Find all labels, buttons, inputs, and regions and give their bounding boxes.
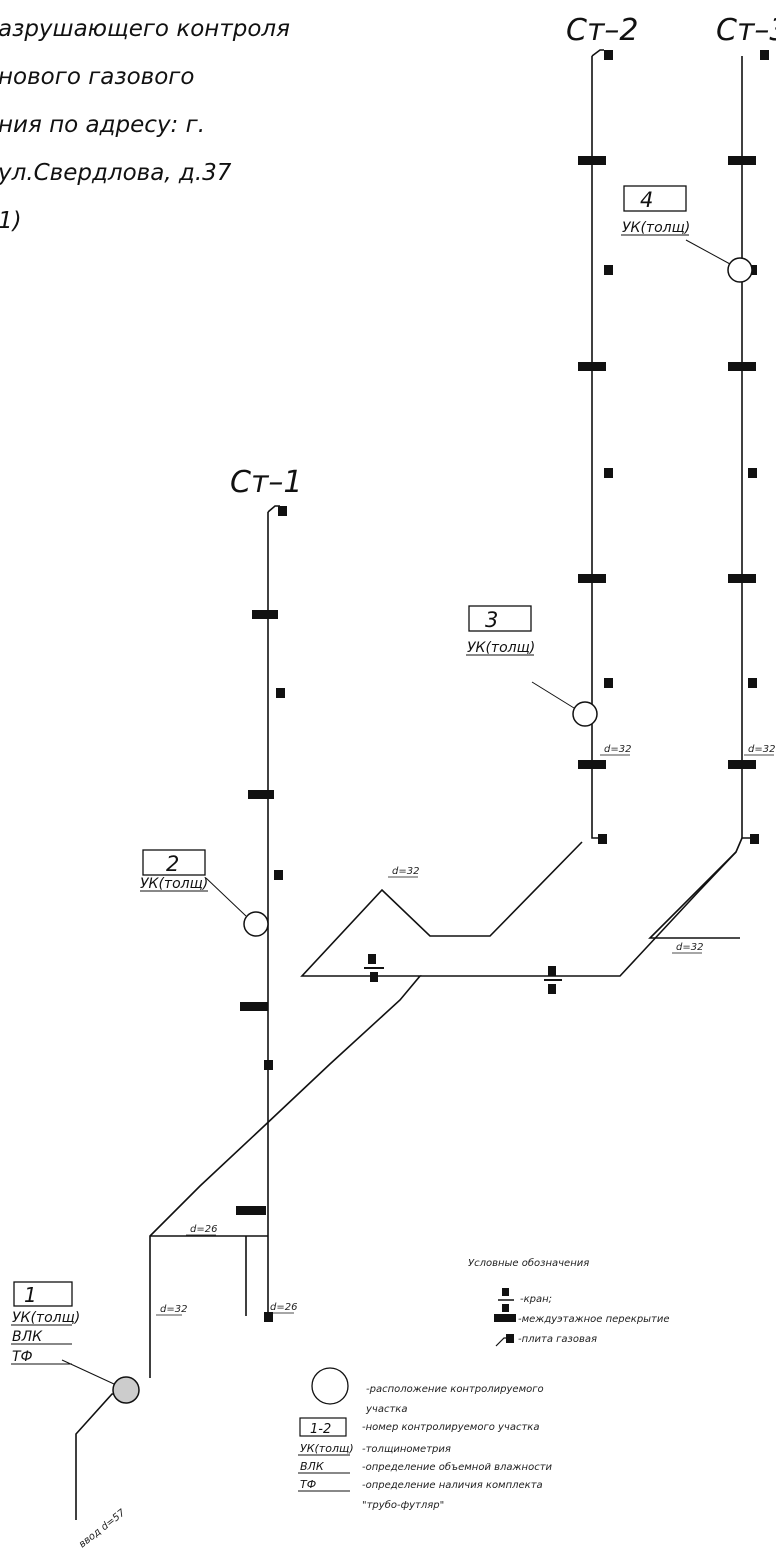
section-3-marker — [572, 701, 598, 727]
legend-location-2: участка — [365, 1404, 407, 1415]
section-method: УК(толщ) — [467, 640, 535, 656]
legend-number: -номер контролируемого участка — [362, 1422, 539, 1433]
section-4-marker — [727, 257, 753, 283]
valve-icon — [502, 1304, 509, 1312]
section-1-marker — [112, 1376, 140, 1404]
slab-icon — [578, 574, 606, 583]
section-2-tag: 2 УК(толщ) — [140, 849, 208, 892]
stove-icon — [278, 506, 287, 516]
section-method: ТФ — [12, 1349, 33, 1365]
stove-icon — [750, 834, 759, 844]
slab-icon — [728, 362, 756, 371]
legend-method-tf-desc: -определение наличия комплекта — [362, 1480, 543, 1491]
section-method: ВЛК — [12, 1329, 43, 1345]
section-4-tag: 4 УК(толщ) — [621, 185, 690, 236]
stove-icon — [748, 678, 757, 688]
riser-2-pipe — [591, 56, 598, 839]
stove-icon — [760, 50, 769, 60]
slab-icon — [240, 1002, 268, 1011]
section-1-tag: 1 УК(толщ) ВЛК ТФ — [11, 1281, 80, 1365]
inlet-label: ввод d=57 — [77, 1507, 128, 1550]
stove-icon — [604, 265, 613, 275]
distribution-pipe-mid — [648, 851, 740, 939]
valve-icon — [370, 972, 378, 982]
slab-icon — [728, 574, 756, 583]
valve-icon — [548, 984, 556, 994]
stove-icon — [264, 1060, 273, 1070]
slab-symbols — [236, 156, 756, 1215]
pipe-diameter-label: d=32 — [160, 1304, 187, 1315]
title-line-5: 1) — [0, 208, 22, 234]
stove-icon — [598, 834, 607, 844]
stove-icon — [506, 1334, 514, 1343]
section-method: УК(толщ) — [622, 220, 690, 236]
legend-slab: -междуэтажное перекрытие — [518, 1314, 670, 1325]
distribution-pipe — [149, 841, 583, 1378]
stove-icon — [264, 1312, 273, 1322]
slab-icon — [252, 610, 278, 619]
slab-icon — [728, 760, 756, 769]
valve-symbols — [364, 954, 562, 994]
legend-stove: -плита газовая — [518, 1334, 597, 1345]
legend-method-uk-desc: -толщинометрия — [362, 1444, 451, 1455]
slab-icon — [578, 362, 606, 371]
legend-method-tf-desc-2: "трубо-футляр" — [362, 1499, 444, 1511]
section-method: УК(толщ) — [12, 1310, 80, 1326]
legend-title: Условные обозначения — [468, 1257, 589, 1269]
riser-1-label: Ст–1 — [230, 465, 303, 500]
stove-icon — [748, 468, 757, 478]
distribution-pipe-right — [420, 837, 743, 977]
stove-icon — [276, 688, 285, 698]
slab-icon — [728, 156, 756, 165]
legend-method-vlk: ВЛК — [300, 1460, 325, 1473]
slab-icon — [578, 760, 606, 769]
legend-method-tf: ТФ — [300, 1478, 316, 1491]
valve-icon — [548, 966, 556, 976]
riser-3-label: Ст–3 — [716, 13, 776, 48]
pipe-diameter-label: d=32 — [604, 744, 631, 755]
title-line-2: нового газового — [0, 64, 194, 90]
stove-icon — [274, 870, 283, 880]
legend-valve: -кран; — [520, 1294, 552, 1305]
slab-icon — [248, 790, 274, 799]
drawing-title: азрушающего контроля нового газового ния… — [0, 16, 290, 234]
riser-3-pipe — [741, 56, 750, 839]
stove-symbols — [264, 50, 769, 1322]
slab-icon — [578, 156, 606, 165]
pipe-diameter-label: d=32 — [676, 942, 703, 953]
legend-location: -расположение контролируемого — [366, 1384, 544, 1395]
slab-icon — [236, 1206, 266, 1215]
riser-2-top-bend — [591, 49, 604, 57]
pipe-diameter-label: d=26 — [270, 1302, 297, 1313]
valve-icon — [368, 954, 376, 964]
pipe-diameter-label: d=32 — [392, 866, 419, 877]
pipe-diameter-label: d=26 — [190, 1224, 217, 1235]
slab-icon — [494, 1314, 516, 1322]
title-line-3: ния по адресу: г. — [0, 112, 205, 138]
section-number: 2 — [166, 852, 179, 876]
legend: Условные обозначения -кран; -междуэтажно… — [298, 1257, 670, 1511]
stove-icon — [604, 468, 613, 478]
inlet-pipe — [75, 1393, 136, 1520]
legend-number-sample: 1-2 — [310, 1422, 331, 1437]
title-line-4: ул.Свердлова, д.37 — [0, 160, 232, 186]
section-2-marker — [243, 911, 269, 937]
location-circle — [311, 1367, 349, 1405]
section-number: 4 — [640, 188, 653, 212]
section-3-tag: 3 УК(толщ) — [466, 605, 535, 656]
section-number: 3 — [485, 608, 498, 632]
stove-icon — [604, 678, 613, 688]
riser-2-label: Ст–2 — [566, 13, 639, 48]
legend-method-vlk-desc: -определение объемной влажности — [362, 1461, 553, 1473]
title-line-1: азрушающего контроля — [0, 16, 290, 42]
section-method: УК(толщ) — [140, 876, 208, 892]
section-number: 1 — [24, 1283, 37, 1307]
valve-icon — [502, 1288, 509, 1296]
stove-icon — [604, 50, 613, 60]
legend-method-uk: УК(толщ) — [300, 1442, 354, 1455]
pipe-diameter-label: d=32 — [748, 744, 775, 755]
